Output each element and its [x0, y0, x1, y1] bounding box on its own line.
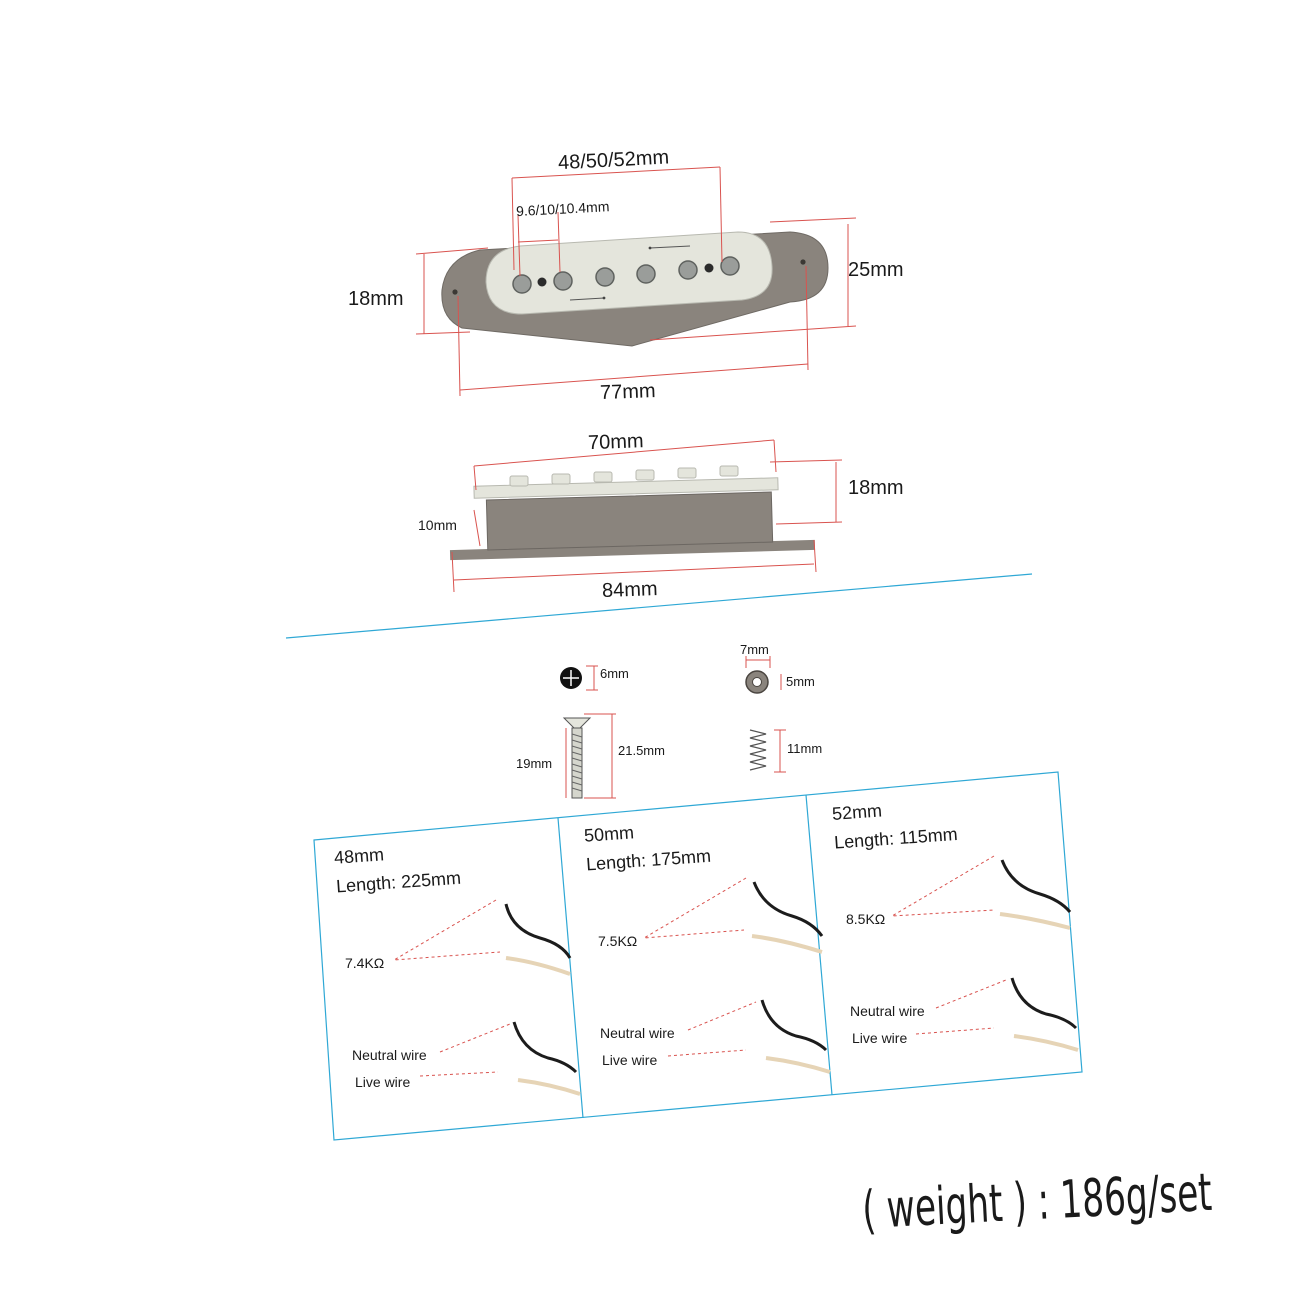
live-wire-label: Live wire [852, 1030, 907, 1046]
wire-panel-52mm: 52mm Length: 115mm 8.5KΩ Neutral wire Li… [831, 800, 1079, 1052]
pole-pieces [512, 256, 740, 294]
resistance-label: 7.4KΩ [345, 955, 384, 971]
spring-label: 11mm [787, 741, 822, 756]
black-wire [752, 881, 824, 937]
resistance-label: 7.5KΩ [598, 933, 637, 949]
panel-length-label: Length: 115mm [833, 824, 958, 853]
screw-head-label: 6mm [600, 666, 629, 681]
panel-size-label: 48mm [333, 844, 384, 867]
screw-head-icon [560, 667, 582, 689]
side-height-label: 18mm [848, 477, 904, 499]
neutral-wire-label: Neutral wire [850, 1003, 925, 1019]
cover-top [485, 231, 773, 315]
pole-spacing-label: 9.6/10/10.4mm [516, 198, 610, 219]
live-wire-label: Live wire [355, 1074, 410, 1090]
screw-icon [562, 717, 592, 799]
panel-length-label: Length: 225mm [335, 868, 461, 897]
weight-label: ( weight ) : 186g/set [861, 1163, 1213, 1241]
wire-panel-50mm: 50mm Length: 175mm 7.5KΩ Neutral wire Li… [583, 822, 831, 1074]
neutral-wire-label: Neutral wire [600, 1025, 675, 1041]
side-view-dimensions [451, 439, 843, 593]
wire-panels-frame [313, 771, 1083, 1141]
base-length-label: 84mm [602, 578, 658, 602]
right-height-label: 25mm [848, 259, 904, 281]
side-pole-pieces [509, 465, 739, 487]
screw-total-label: 21.5mm [618, 743, 665, 758]
washer-icon [745, 670, 769, 694]
panel-size-label: 52mm [831, 800, 882, 823]
top-view-dimensions [415, 166, 857, 397]
black-wire [504, 903, 572, 959]
baseplate-side [449, 539, 816, 561]
washer-width-label: 7mm [740, 642, 769, 657]
cream-wire [751, 934, 823, 954]
live-wire-label: Live wire [602, 1052, 657, 1068]
black-wire-lower [512, 1021, 578, 1074]
black-wire [1000, 859, 1072, 913]
section-divider [285, 573, 1033, 639]
base-height-label: 10mm [418, 517, 457, 533]
mount-hole-right [800, 259, 806, 265]
cream-wire [505, 956, 571, 976]
mount-hole-left [452, 289, 458, 295]
bobbin-body [485, 491, 774, 551]
panel-length-label: Length: 175mm [585, 846, 711, 875]
neutral-wire-label: Neutral wire [352, 1047, 427, 1063]
hardware-parts: 6mm 7mm 5mm [516, 642, 822, 799]
washer-thickness-label: 5mm [786, 674, 815, 689]
pickup-top-view: 48/50/52mm 9.6/10/10.4mm 18mm 25mm 77mm [348, 146, 904, 404]
cream-wire [999, 912, 1071, 930]
cream-wire-lower [765, 1056, 831, 1074]
length-label: 77mm [600, 380, 656, 404]
cover-top-plate [473, 477, 779, 499]
pickup-side-view: 70mm 18mm 10mm 84mm [418, 430, 904, 602]
wire-panel-48mm: 48mm Length: 225mm 7.4KΩ Neutral wire Li… [333, 844, 581, 1096]
black-wire-lower [760, 999, 828, 1052]
spring-icon [749, 729, 767, 771]
cream-wire-lower [1013, 1034, 1079, 1052]
resistance-label: 8.5KΩ [846, 911, 885, 927]
top-width-label: 70mm [588, 430, 644, 454]
screw-thread-label: 19mm [516, 756, 552, 771]
panel-size-label: 50mm [583, 822, 634, 845]
cream-wire-lower [517, 1078, 581, 1096]
black-wire-lower [1010, 977, 1078, 1030]
left-height-label: 18mm [348, 288, 404, 310]
